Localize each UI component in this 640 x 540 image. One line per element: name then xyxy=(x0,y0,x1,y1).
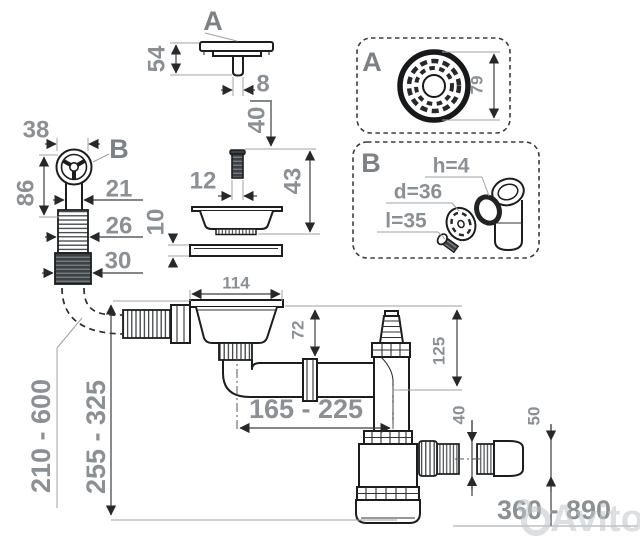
svg-text:54: 54 xyxy=(144,45,171,72)
svg-text:50: 50 xyxy=(525,407,544,426)
dim-screw-length: 40 xyxy=(244,100,277,147)
inset-b-annotation-h: h=4 xyxy=(425,155,490,197)
svg-text:d=36: d=36 xyxy=(394,181,442,204)
svg-text:h=4: h=4 xyxy=(433,155,470,178)
dim-flange-width: 114 xyxy=(189,274,283,301)
cap-side-view xyxy=(199,41,274,77)
overflow-cover-disc xyxy=(445,206,477,242)
corrugated-inlet xyxy=(122,309,172,339)
svg-text:360 - 890: 360 - 890 xyxy=(497,495,611,525)
overflow-hose-dashed xyxy=(61,287,123,335)
strainer-bowl xyxy=(191,206,283,236)
inset-b-annotation-l: l=35 xyxy=(377,210,446,240)
elbow-pipe xyxy=(222,359,375,398)
dim-overflow-corrugation: 26 xyxy=(45,213,143,243)
svg-text:86: 86 xyxy=(13,180,40,207)
callout-a: A xyxy=(203,6,223,36)
flat-gasket xyxy=(189,244,283,257)
svg-text:38: 38 xyxy=(23,117,50,144)
drain-assembly xyxy=(122,299,524,524)
dim-outlet-cone-diameter: 50 xyxy=(525,407,557,526)
svg-text:114: 114 xyxy=(222,274,250,293)
inset-a: A 79 xyxy=(356,37,511,134)
inset-b-label: B xyxy=(361,148,381,178)
dim-overflow-head-width: 38 xyxy=(23,117,100,151)
overflow-gasket-ring xyxy=(474,194,502,226)
svg-text:12: 12 xyxy=(190,168,217,195)
watermark-logo-icon xyxy=(521,506,551,536)
callout-b-leader xyxy=(92,153,110,163)
trap-top-nut xyxy=(363,430,413,445)
dim-horizontal-span: 165 - 225 xyxy=(236,352,394,434)
dishwasher-barb xyxy=(378,310,405,344)
dim-gasket-thickness: 10 xyxy=(143,209,191,268)
inset-b-annotation-d: d=36 xyxy=(386,181,460,212)
svg-text:125: 125 xyxy=(430,337,449,365)
watermark: Avito xyxy=(517,498,640,540)
dim-install-depth: 255 - 325 xyxy=(81,300,397,521)
overflow-screw xyxy=(436,233,460,254)
dim-riser-height: 125 xyxy=(394,309,463,391)
dim-cap-stem: 8 xyxy=(221,71,270,98)
svg-text:21: 21 xyxy=(106,176,133,203)
trap-bowl xyxy=(355,499,421,524)
svg-text:l=35: l=35 xyxy=(385,210,427,233)
dim-cap-height: 54 xyxy=(144,42,232,76)
trap-bottom-nut xyxy=(356,486,420,501)
svg-text:43: 43 xyxy=(280,168,307,195)
strainer-top-view xyxy=(397,49,471,123)
svg-text:10: 10 xyxy=(143,209,170,236)
svg-text:8: 8 xyxy=(256,71,269,98)
dim-overflow-height: 86 xyxy=(13,154,59,218)
dim-outlet-diameter: 40 xyxy=(450,406,478,496)
watermark-text: Avito xyxy=(550,498,640,540)
dim-hose-length: 210 - 600 xyxy=(26,317,83,508)
inset-a-label: A xyxy=(362,47,382,77)
overflow-pipe xyxy=(54,148,93,285)
watermark-logo-dot-icon xyxy=(517,499,531,513)
inset-b: B h=4 d=36 xyxy=(352,141,540,259)
svg-text:72: 72 xyxy=(289,321,308,340)
svg-text:165 - 225: 165 - 225 xyxy=(249,394,363,424)
dim-overflow-neck: 21 xyxy=(53,176,143,206)
svg-text:30: 30 xyxy=(105,248,132,275)
dim-basket-height: 43 xyxy=(245,148,320,235)
pipe-coupling xyxy=(302,358,318,402)
sink-flange xyxy=(189,299,284,361)
svg-text:79: 79 xyxy=(468,76,487,95)
inlet-nut xyxy=(170,304,191,344)
svg-text:40: 40 xyxy=(244,107,271,134)
dim-screw-width: 12 xyxy=(190,168,257,202)
svg-text:40: 40 xyxy=(450,406,469,425)
dim-overflow-thread: 30 xyxy=(42,248,143,279)
trap-outlet-arm xyxy=(418,440,524,477)
dim-inlet-height: 72 xyxy=(289,309,321,357)
riser-pipe xyxy=(373,356,410,432)
svg-text:210 - 600: 210 - 600 xyxy=(26,379,56,493)
callout-a-leader xyxy=(204,32,238,42)
svg-text:26: 26 xyxy=(106,213,133,240)
strainer-screw xyxy=(229,149,246,179)
dim-strainer-diameter: 79 xyxy=(442,51,500,121)
riser-nut xyxy=(371,342,411,358)
trap-body xyxy=(358,443,418,488)
svg-text:255 - 325: 255 - 325 xyxy=(81,380,111,494)
callout-b: B xyxy=(109,134,129,164)
